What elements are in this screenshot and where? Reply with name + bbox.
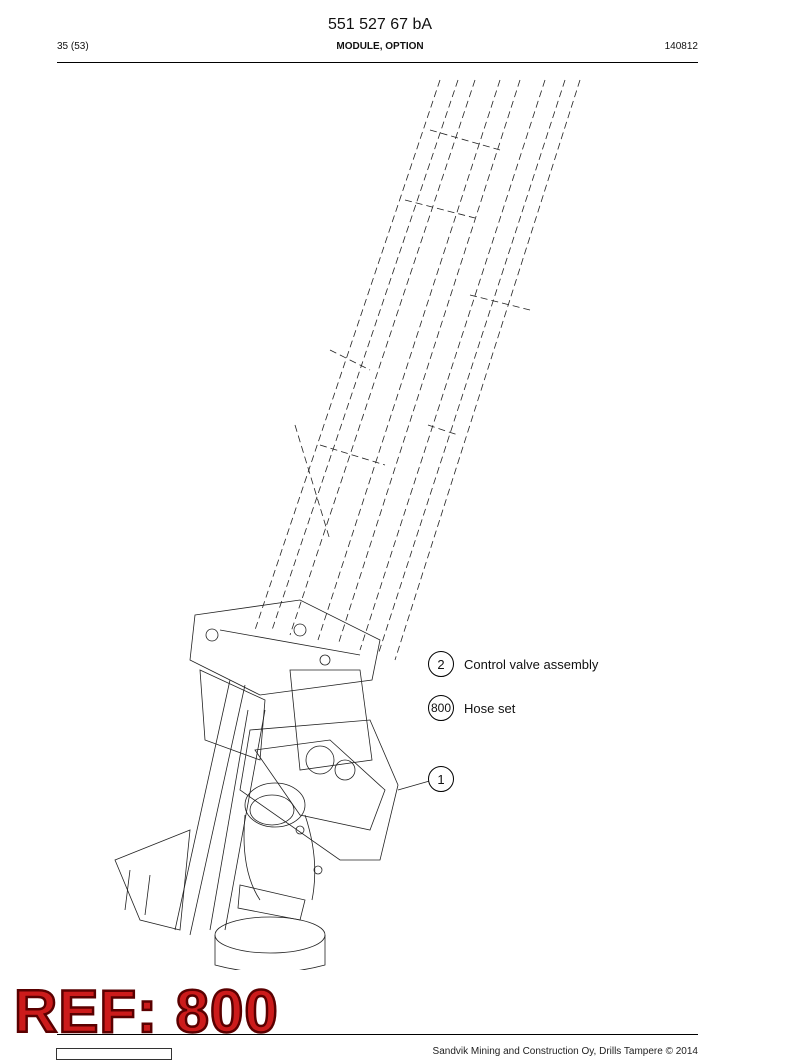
callout-balloon: 1	[428, 766, 454, 792]
mast-phantom-outline	[254, 79, 581, 661]
callout-2: 2 Control valve assembly	[428, 651, 598, 677]
callout-balloon: 800	[428, 695, 454, 721]
footer-logo	[56, 1048, 172, 1060]
frame-legs	[114, 679, 266, 936]
callout-800: 800 Hose set	[428, 695, 515, 721]
page-number: 35 (53)	[57, 41, 89, 52]
doc-date: 140812	[664, 41, 698, 52]
footer-rule	[57, 1034, 698, 1035]
module-title: MODULE, OPTION	[336, 41, 424, 52]
callout-label: Hose set	[464, 700, 516, 716]
ref-stamp: REF: 800	[13, 978, 279, 1045]
saddle-bracket	[189, 599, 381, 761]
callout-1: 1	[428, 766, 454, 792]
technical-drawing	[114, 79, 581, 970]
outlet-elbow	[214, 782, 326, 970]
callout-label: Control valve assembly	[464, 656, 599, 672]
footer-copyright: Sandvik Mining and Construction Oy, Dril…	[432, 1046, 698, 1057]
control-valve-body	[239, 669, 441, 861]
header-rule	[57, 62, 698, 63]
callout-balloon: 2	[428, 651, 454, 677]
doc-number: 551 527 67 bA	[327, 16, 433, 33]
